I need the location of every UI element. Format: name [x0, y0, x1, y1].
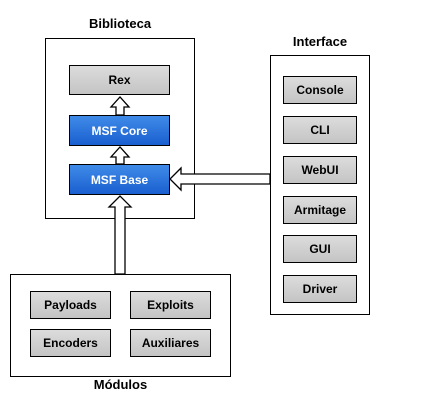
interface-title: Interface: [292, 34, 348, 49]
rex-box: Rex: [69, 65, 170, 95]
module-exploits: Exploits: [130, 291, 211, 319]
interface-item-gui: GUI: [283, 235, 357, 263]
interface-item-driver: Driver: [283, 275, 357, 303]
interface-item-armitage: Armitage: [283, 196, 357, 224]
modules-title: Módulos: [93, 377, 148, 392]
library-title: Biblioteca: [88, 16, 152, 31]
msf-base-box: MSF Base: [69, 164, 170, 195]
module-auxiliares: Auxiliares: [130, 329, 211, 357]
msf-core-box: MSF Core: [69, 115, 170, 146]
modules-panel: [10, 274, 231, 377]
interface-item-console: Console: [283, 76, 357, 104]
interface-item-cli: CLI: [283, 116, 357, 144]
module-payloads: Payloads: [30, 291, 111, 319]
interface-item-webui: WebUI: [283, 156, 357, 184]
module-encoders: Encoders: [30, 329, 111, 357]
